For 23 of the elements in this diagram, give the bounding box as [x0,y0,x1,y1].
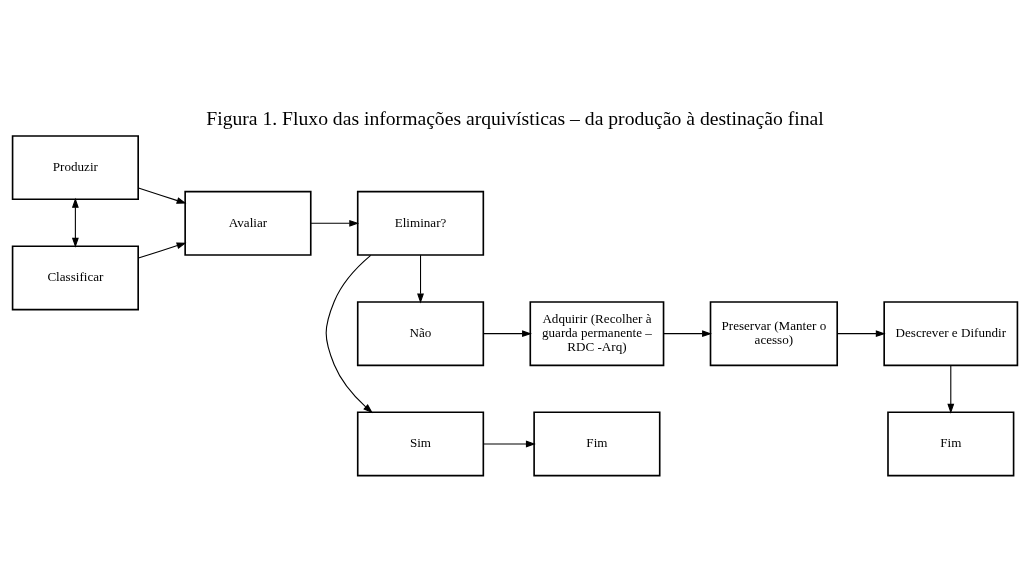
node-box: Fim [887,410,1015,476]
node-box: Descrever e Difundir [883,300,1019,366]
node-box: Avaliar [184,190,312,256]
node-box: Sim [356,410,485,476]
arrow [417,254,424,303]
arrow [947,364,955,414]
diagram-title: Figura 1. Fluxo das informações arquivísticas – da produção à destinação final [206,106,824,129]
arrow [137,186,187,204]
arrow [325,254,373,413]
node-box: Classificar [11,244,139,310]
node-box: Adquirir (Recolher à guarda permanente – RDC -Arq) [529,300,665,366]
arrow [837,329,886,337]
arrow [663,329,712,337]
arrow [310,219,360,227]
node-box: Produzir [11,134,139,200]
arrow [482,440,536,447]
node-box: Preservar (Manter o acesso) [709,300,839,366]
arrow [482,329,532,337]
arrow [71,197,79,248]
node-box: Não [356,300,485,366]
arrow [137,241,187,259]
node-box: Eliminar? [356,190,485,256]
node-box: Fim [533,410,661,476]
